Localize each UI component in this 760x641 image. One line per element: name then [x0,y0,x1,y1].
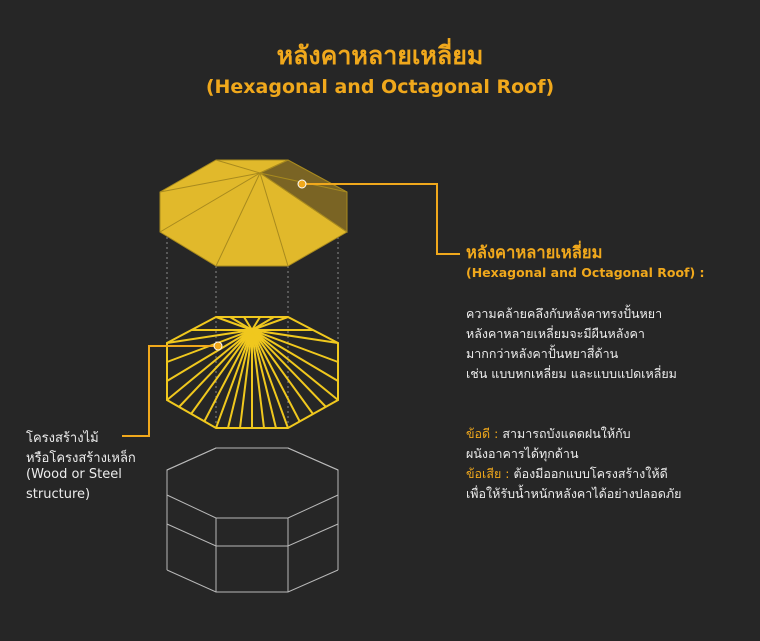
cons-label: ข้อเสีย : [466,466,510,481]
frame-label-line: โครงสร้างไม้ [26,431,99,446]
roof-callout-line [302,183,460,255]
pros-row: ข้อดี : สามารถบังแดดฝนให้กับ [466,424,631,444]
cons-row: ข้อเสีย : ต้องมีออกแบบโครงสร้างให้ดี [466,464,668,484]
pros-label: ข้อดี : [466,426,499,441]
roof-description-line: เช่น แบบหกเหลี่ยม และแบบแปดเหลี่ยม [466,366,677,381]
roof-callout-subtitle: (Hexagonal and Octagonal Roof) : [466,265,705,280]
frame-label-line: (Wood or Steel [26,467,122,482]
frame-callout-dot [213,341,223,351]
roof-description-line: หลังคาหลายเหลี่ยมจะมีผืนหลังคา [466,326,645,341]
page-title: หลังคาหลายเหลี่ยม [276,41,484,70]
frame-label-line: หรือโครงสร้างเหล็ก [26,451,136,466]
building-walls [166,447,339,593]
cons-text: ต้องมีออกแบบโครงสร้างให้ดี [513,466,668,481]
pros-text-continued: ผนังอาคารได้ทุกด้าน [466,446,579,461]
frame-callout-line [122,345,218,437]
roof-description-line: มากกว่าหลังคาปั้นหยาสี่ด้าน [466,346,619,361]
roof-frame-structure [166,316,339,429]
roof-callout-title: หลังคาหลายเหลี่ยม [466,243,603,262]
frame-label-line: structure) [26,487,91,502]
pros-text: สามารถบังแดดฝนให้กับ [502,426,631,441]
page-subtitle: (Hexagonal and Octagonal Roof) [205,76,555,98]
roof-description-line: ความคล้ายคลึงกับหลังคาทรงปั้นหยา [466,306,663,321]
cons-text-continued: เพื่อให้รับน้ำหนักหลังคาได้อย่างปลอดภัย [466,486,682,501]
roof-callout-dot [297,179,307,189]
octagonal-roof [159,159,348,267]
